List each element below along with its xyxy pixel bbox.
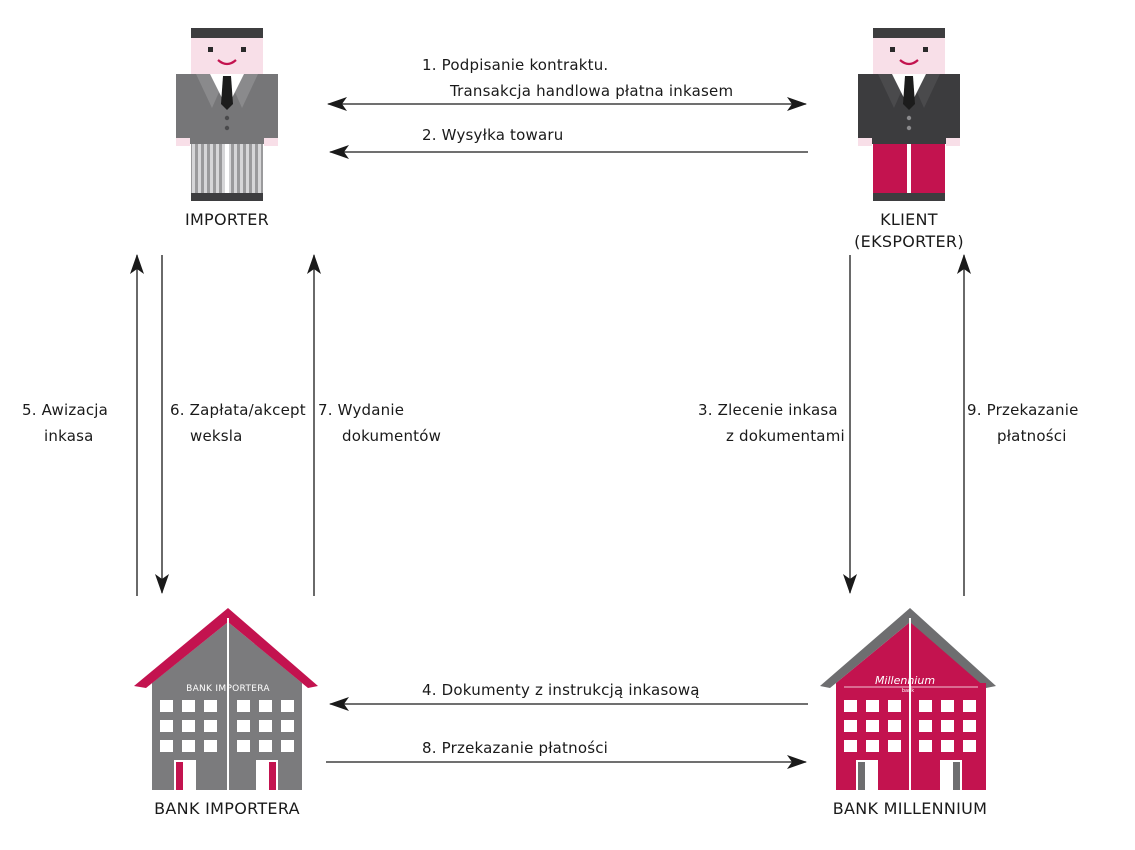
importer-label: IMPORTER <box>184 210 270 229</box>
step-4-label: 4. Dokumenty z instrukcją inkasową <box>422 681 700 699</box>
step-7-label: 7. Wydanie dokumentów <box>318 401 442 445</box>
millennium-bank-label: BANK MILLENNIUM <box>832 799 988 818</box>
step-5-label: 5. Awizacja inkasa <box>22 401 109 445</box>
millennium-logo: Millennium <box>875 674 935 687</box>
importer-bank-building-icon: BANK IMPORTERA <box>134 608 318 790</box>
step-2-label: 2. Wysyłka towaru <box>422 126 564 144</box>
exporter-label: KLIENT (EKSPORTER) <box>854 210 964 251</box>
millennium-logo-bank: bank <box>902 688 914 694</box>
step-3-label: 3. Zlecenie inkasa z dokumentami <box>698 401 845 445</box>
step-8-label: 8. Przekazanie płatności <box>422 739 609 757</box>
importer-figure-icon <box>176 28 278 201</box>
step-1-label: 1. Podpisanie kontraktu. Transakcja hand… <box>422 56 734 100</box>
millennium-bank-building-icon: Millennium bank <box>820 608 996 790</box>
step-6-label: 6. Zapłata/akcept weksla <box>170 401 306 445</box>
exporter-figure-icon <box>858 28 960 201</box>
importer-bank-label: BANK IMPORTERA <box>154 799 300 818</box>
step-9-label: 9. Przekazanie płatności <box>967 401 1079 445</box>
importer-bank-sign: BANK IMPORTERA <box>186 684 270 694</box>
